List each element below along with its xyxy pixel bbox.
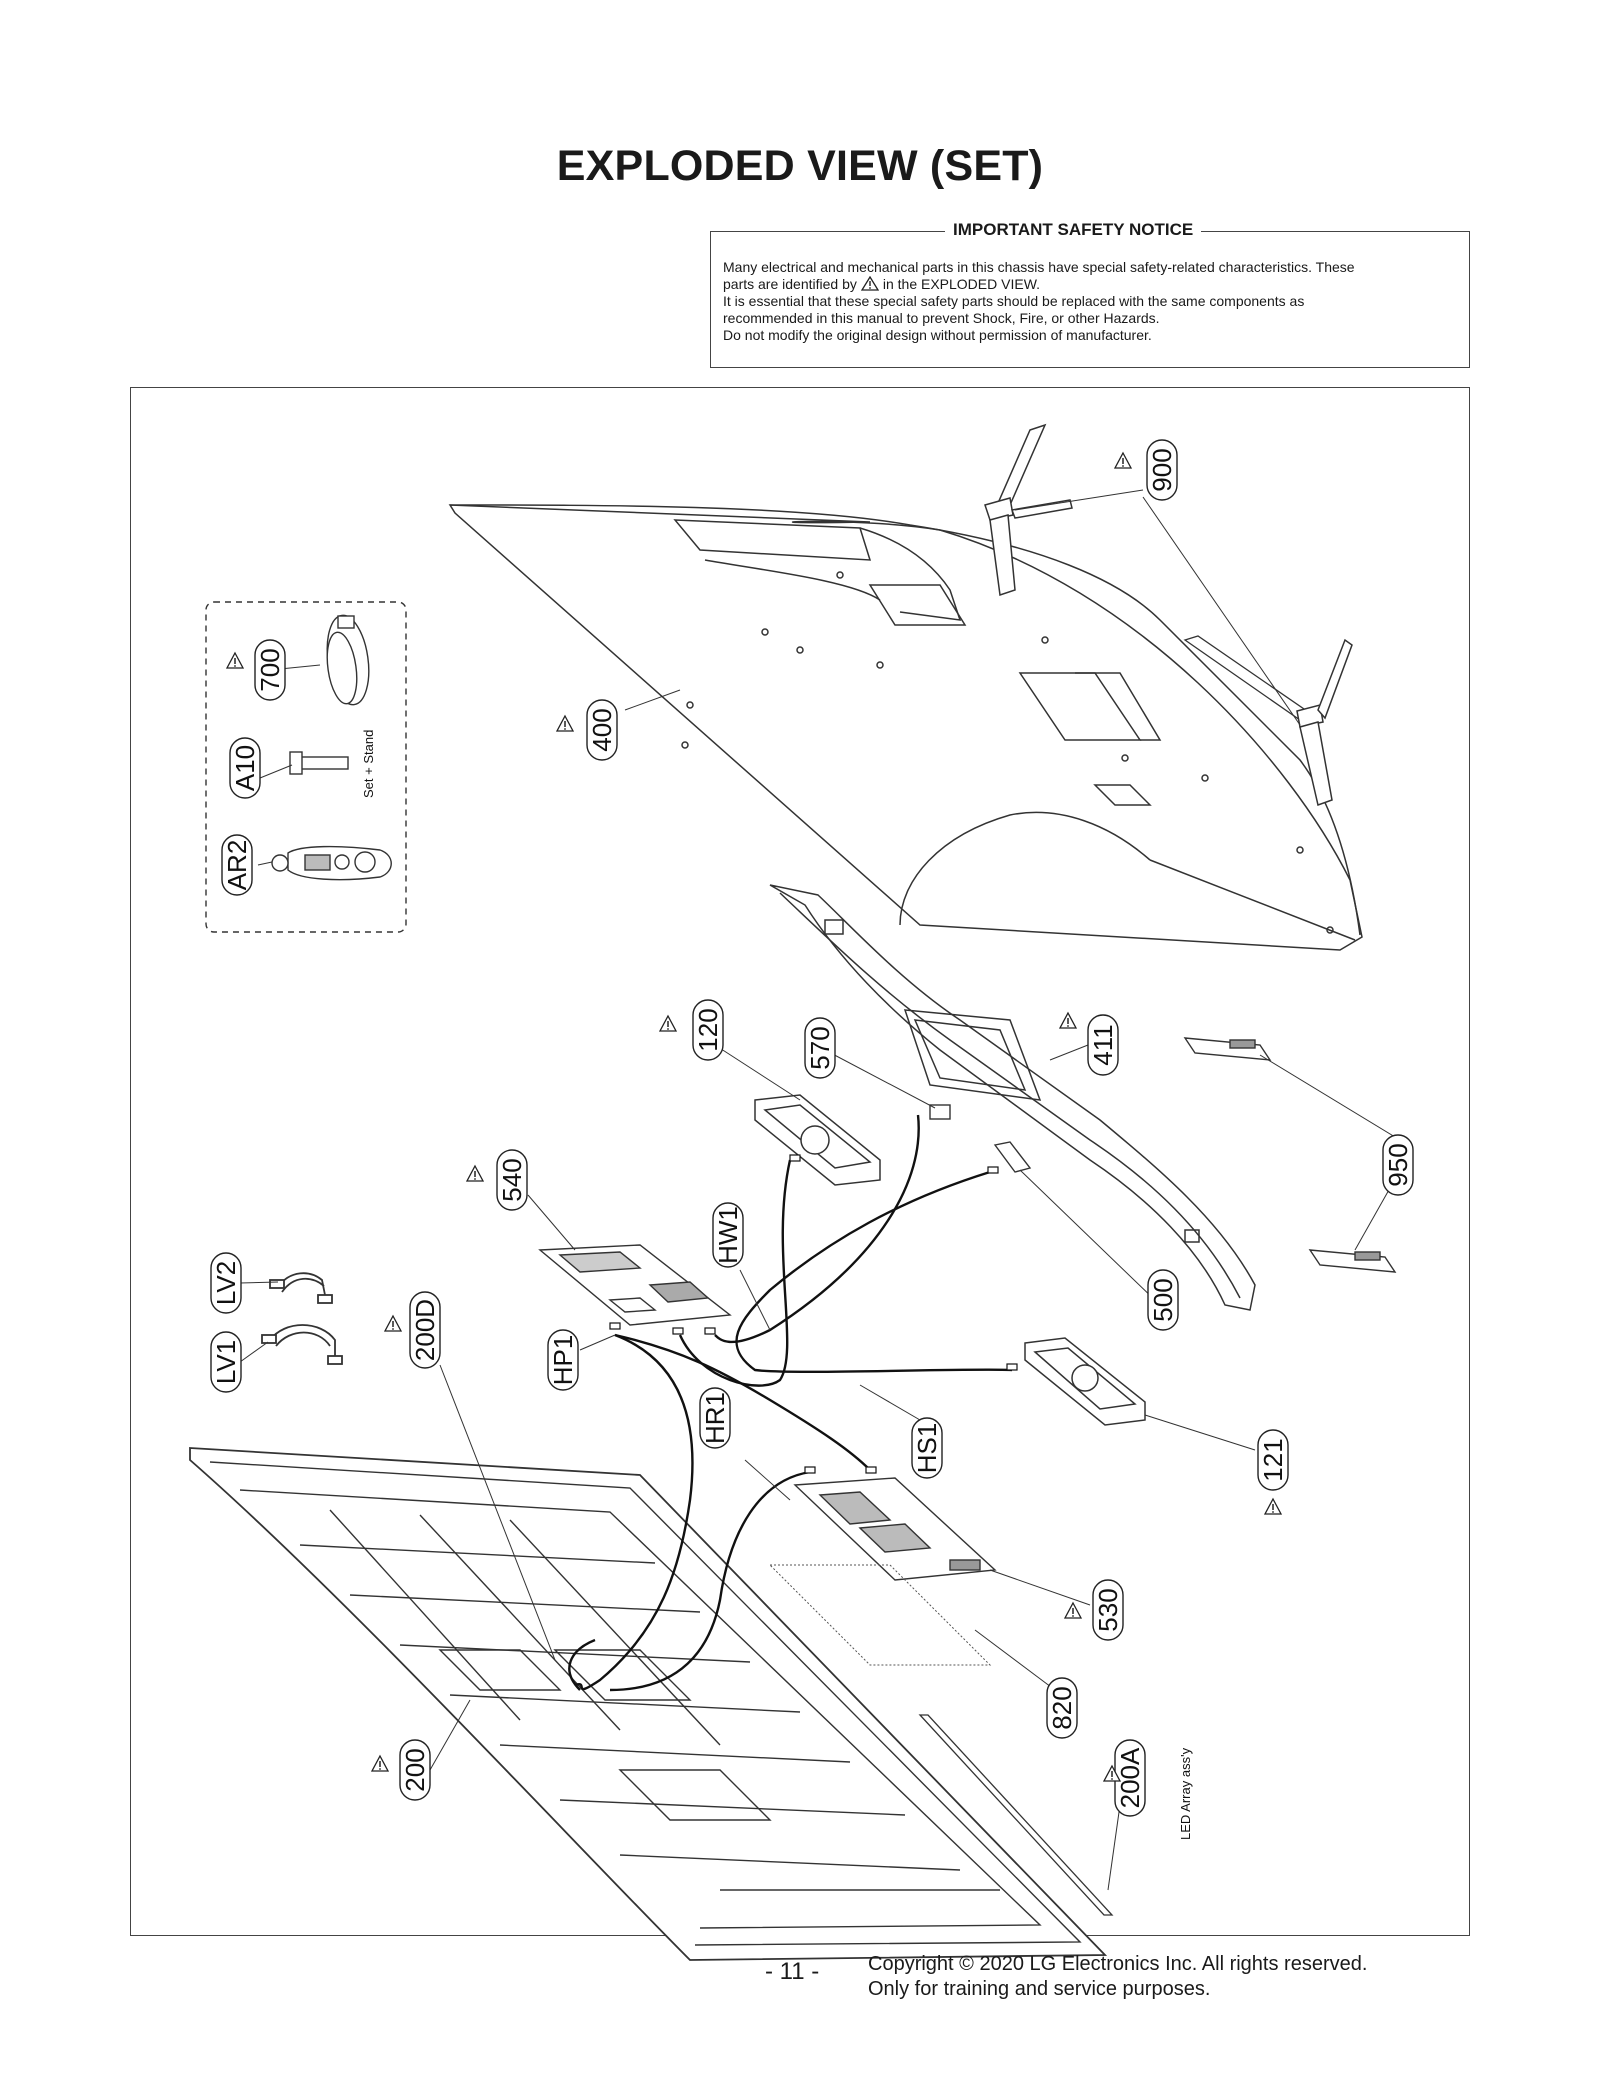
label-AR2: AR2 — [221, 834, 253, 896]
warning-triangle-icon — [1114, 452, 1132, 469]
label-411: 411 — [1087, 1014, 1119, 1076]
safety-notice-heading: IMPORTANT SAFETY NOTICE — [945, 220, 1202, 240]
label-700: 700 — [254, 639, 286, 701]
rear-frame-drawing — [769, 884, 1256, 1311]
notice-line-5: Do not modify the original design withou… — [723, 327, 1152, 343]
part-label-700: 700 — [255, 648, 285, 691]
part-label-400: 400 — [587, 708, 617, 751]
page-number: - 11 - — [765, 1958, 820, 1985]
cable-drawings — [568, 1114, 1013, 1692]
notice-line-2b: in the EXPLODED VIEW. — [882, 276, 1041, 292]
label-820: 820 — [1046, 1677, 1078, 1739]
part-label-411: 411 — [1088, 1024, 1118, 1065]
lvds-cable-drawings — [261, 1272, 343, 1365]
part-label-200D: 200D — [410, 1299, 440, 1361]
warning-triangle-icon — [556, 715, 574, 732]
warning-triangle-icon — [1064, 1602, 1082, 1619]
label-540: 540 — [496, 1149, 528, 1211]
footer-copyright: Copyright © 2020 LG Electronics Inc. All… — [868, 1952, 1367, 2002]
caption-led-array: LED Array ass'y — [1178, 1747, 1193, 1840]
leader-lines — [239, 489, 1401, 1891]
notice-line-3: It is essential that these special safet… — [723, 293, 1305, 309]
part-label-121: 121 — [1258, 1438, 1288, 1481]
part-label-HP1: HP1 — [548, 1335, 578, 1386]
part-label-LV2: LV2 — [211, 1261, 241, 1305]
main-board-drawing — [538, 1244, 732, 1326]
part-label-820: 820 — [1047, 1686, 1077, 1729]
label-950: 950 — [1382, 1134, 1414, 1196]
power-board-drawing — [793, 1477, 997, 1581]
label-HR1: HR1 — [699, 1387, 731, 1449]
warning-triangle-icon — [1059, 1012, 1077, 1029]
part-label-200: 200 — [400, 1748, 430, 1791]
part-label-HW1: HW1 — [713, 1206, 743, 1264]
label-LV1: LV1 — [210, 1331, 242, 1393]
warning-triangle-icon — [466, 1165, 484, 1182]
display-module-drawing — [189, 1447, 1108, 1961]
part-label-HS1: HS1 — [912, 1423, 942, 1474]
label-400: 400 — [586, 699, 618, 761]
label-HP1: HP1 — [547, 1329, 579, 1391]
training-line: Only for training and service purposes. — [868, 1978, 1211, 2000]
label-HW1: HW1 — [712, 1202, 744, 1268]
label-LV2: LV2 — [210, 1252, 242, 1314]
bracket-drawings — [929, 1104, 1032, 1173]
safety-notice-box: IMPORTANT SAFETY NOTICE Many electrical … — [710, 220, 1470, 368]
label-200D: 200D — [409, 1291, 441, 1369]
warning-triangle-icon — [226, 652, 244, 669]
cable-connectors — [609, 1154, 1018, 1474]
notice-line-2: parts are identified by in the EXPLODED V… — [723, 276, 1457, 293]
label-A10: A10 — [229, 737, 261, 799]
accessory-box-drawing — [205, 601, 407, 933]
label-570: 570 — [804, 1017, 836, 1079]
label-HS1: HS1 — [911, 1417, 943, 1479]
label-200A: 200A — [1114, 1739, 1146, 1817]
label-900: 900 — [1146, 439, 1178, 501]
part-label-HR1: HR1 — [700, 1392, 730, 1444]
part-label-LV1: LV1 — [211, 1340, 241, 1384]
insulation-sheet-drawing — [768, 1564, 992, 1666]
part-labels: 900 400 700 A10 AR2 411 120 570 — [210, 439, 1414, 1817]
warning-triangle-icon — [1264, 1498, 1282, 1515]
warning-triangle-icon — [384, 1315, 402, 1332]
part-label-530: 530 — [1093, 1588, 1123, 1631]
part-label-120: 120 — [693, 1008, 723, 1051]
part-label-500: 500 — [1148, 1278, 1178, 1321]
part-label-950: 950 — [1383, 1143, 1413, 1186]
label-200: 200 — [399, 1739, 431, 1801]
part-label-570: 570 — [805, 1026, 835, 1069]
part-label-540: 540 — [497, 1158, 527, 1201]
warning-triangle-icon — [659, 1015, 677, 1032]
copyright-line: Copyright © 2020 LG Electronics Inc. All… — [868, 1953, 1368, 1975]
part-label-900: 900 — [1147, 448, 1177, 491]
label-120: 120 — [692, 999, 724, 1061]
label-530: 530 — [1092, 1579, 1124, 1641]
part-label-A10: A10 — [230, 745, 260, 791]
notice-line-2a: parts are identified by — [723, 276, 857, 292]
notice-line-1: Many electrical and mechanical parts in … — [723, 259, 1355, 275]
part-label-200A: 200A — [1115, 1747, 1145, 1808]
notice-line-4: recommended in this manual to prevent Sh… — [723, 310, 1160, 326]
caption-set-stand: Set + Stand — [361, 730, 376, 798]
label-500: 500 — [1147, 1269, 1179, 1331]
led-array-drawing — [918, 1714, 1114, 1916]
remote-receivers-drawing — [1183, 1037, 1397, 1273]
speaker-drawings — [754, 1094, 1146, 1426]
warning-triangle-icon — [371, 1755, 389, 1772]
safety-notice-text: Many electrical and mechanical parts in … — [723, 259, 1457, 344]
label-121: 121 — [1257, 1429, 1289, 1491]
warning-triangle-icon — [860, 276, 879, 291]
page-title: EXPLODED VIEW (SET) — [556, 142, 1044, 190]
part-label-AR2: AR2 — [222, 840, 252, 891]
